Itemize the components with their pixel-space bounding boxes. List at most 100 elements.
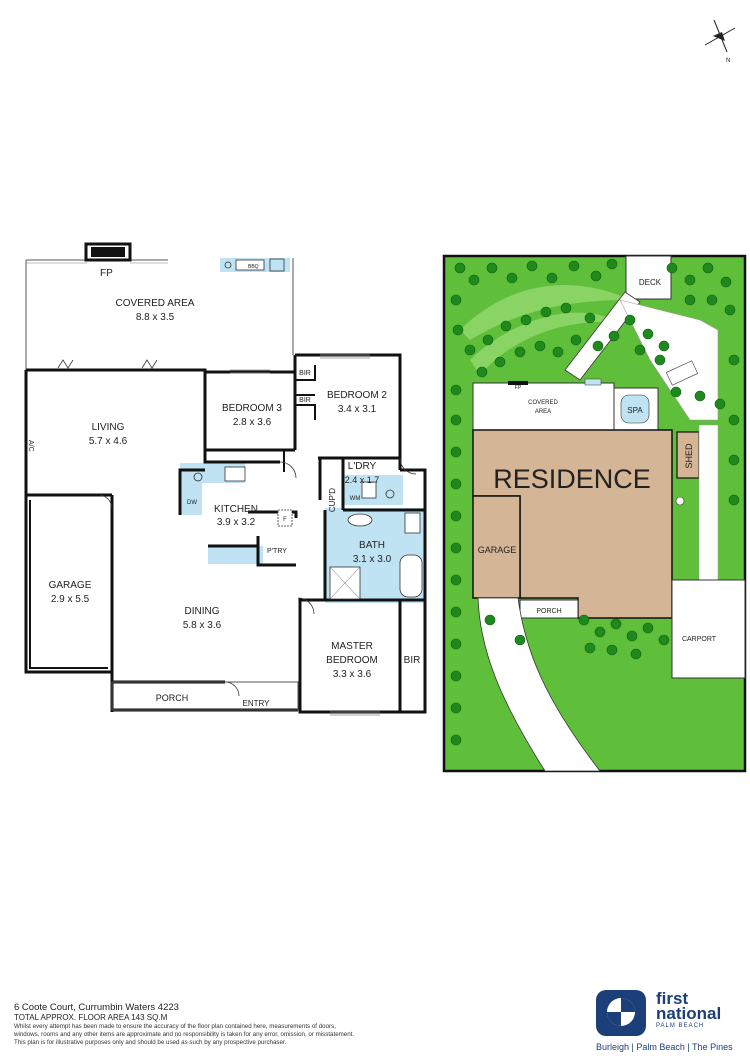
bedroom3-dims: 2.8 x 3.6: [233, 417, 272, 428]
disclaimer-line-1: Whilst every attempt has been made to en…: [14, 1023, 336, 1030]
tree-icon: [520, 314, 532, 326]
disclaimer-line-3: This plan is for illustrative purposes o…: [14, 1039, 287, 1046]
tree-icon: [484, 614, 496, 626]
porch-label: PORCH: [156, 693, 189, 703]
tree-icon: [494, 356, 506, 368]
property-address: 6 Coote Court, Currumbin Waters 4223: [14, 1002, 179, 1013]
tree-icon: [476, 366, 488, 378]
tree-icon: [454, 262, 466, 274]
tree-icon: [654, 354, 666, 366]
tree-icon: [590, 270, 602, 282]
plan-footer: 6 Coote Court, Currumbin Waters 4223 TOT…: [14, 1002, 574, 1047]
kitchen-name: KITCHEN: [214, 504, 258, 515]
tree-icon: [450, 574, 462, 586]
site-garage-label: GARAGE: [478, 545, 517, 555]
tree-icon: [658, 340, 670, 352]
tree-icon: [552, 346, 564, 358]
tree-icon: [450, 510, 462, 522]
brand-name-line2: national: [656, 1004, 722, 1023]
tree-icon: [450, 478, 462, 490]
tree-icon: [694, 390, 706, 402]
tree-icon: [482, 334, 494, 346]
tree-icon-group: [450, 258, 740, 746]
bedroom3-name: BEDROOM 3: [222, 403, 282, 414]
tree-icon: [450, 294, 462, 306]
kitchen-bench-side: [180, 463, 202, 515]
tree-icon: [728, 414, 740, 426]
bath-name: BATH: [359, 540, 385, 551]
tree-icon: [630, 648, 642, 660]
tree-icon: [714, 398, 726, 410]
floor-plan: FP BBQ COVERED AREA 8.8 x 3.5 LIVING 5.7…: [24, 242, 427, 716]
tree-icon: [606, 644, 618, 656]
tree-icon: [608, 330, 620, 342]
covered-area-dims: 8.8 x 3.5: [136, 312, 175, 323]
bath-dims: 3.1 x 3.0: [353, 554, 392, 565]
wm-label: WM: [350, 496, 361, 502]
tree-icon: [584, 642, 596, 654]
tree-icon: [534, 340, 546, 352]
laundry-name: L'DRY: [348, 461, 377, 472]
tree-icon: [500, 320, 512, 332]
tree-icon: [584, 312, 596, 324]
spa-label: SPA: [627, 406, 643, 415]
tree-icon: [728, 494, 740, 506]
deck-label: DECK: [639, 278, 662, 287]
tree-icon: [684, 294, 696, 306]
tree-icon: [540, 306, 552, 318]
kitchen-island: [208, 546, 263, 564]
master-dims: 3.3 x 3.6: [333, 669, 372, 680]
bir-label-2: BIR: [299, 397, 311, 404]
total-floor-area: TOTAL APPROX. FLOOR AREA 143 SQ.M: [14, 1013, 168, 1022]
tree-icon: [720, 276, 732, 288]
master-bir-label: BIR: [404, 655, 421, 666]
tree-icon: [728, 354, 740, 366]
bir-label-1: BIR: [299, 370, 311, 377]
living-dims: 5.7 x 4.6: [89, 436, 128, 447]
tree-icon: [468, 274, 480, 286]
tree-icon: [702, 262, 714, 274]
tree-icon: [450, 670, 462, 682]
covered-area-name: COVERED AREA: [116, 298, 195, 309]
tree-icon: [594, 626, 606, 638]
dining-dims: 5.8 x 3.6: [183, 620, 222, 631]
tree-icon: [634, 344, 646, 356]
agency-brand: first national PALM BEACH Burleigh | Pal…: [596, 990, 746, 1056]
kitchen-dims: 3.9 x 3.2: [217, 517, 256, 528]
tree-icon: [666, 262, 678, 274]
bedroom2-name: BEDROOM 2: [327, 390, 387, 401]
tree-icon: [606, 258, 618, 270]
fireplace: [84, 242, 132, 262]
garage-name: GARAGE: [49, 580, 92, 591]
tree-icon: [728, 454, 740, 466]
tree-icon: [506, 272, 518, 284]
tree-icon: [578, 614, 590, 626]
dw-label: DW: [187, 500, 197, 506]
master-name-2: BEDROOM: [326, 655, 378, 666]
site-porch-label: PORCH: [536, 608, 561, 615]
tree-icon: [642, 622, 654, 634]
tree-icon: [610, 618, 622, 630]
site-fp-label: FP: [515, 385, 522, 391]
tree-icon: [568, 260, 580, 272]
tree-icon: [450, 702, 462, 714]
tree-icon: [526, 260, 538, 272]
pantry-label: P'TRY: [267, 548, 287, 555]
tree-icon: [592, 340, 604, 352]
master-name-1: MASTER: [331, 641, 373, 652]
tree-icon: [452, 324, 464, 336]
tree-icon: [560, 302, 572, 314]
entry-label: ENTRY: [243, 699, 271, 708]
tree-icon: [450, 638, 462, 650]
tree-icon: [514, 346, 526, 358]
tree-icon: [642, 328, 654, 340]
bedroom2-dims: 3.4 x 3.1: [338, 404, 377, 415]
tree-icon: [570, 334, 582, 346]
bbq-label: BBQ: [248, 264, 259, 270]
first-national-logo-icon: [596, 990, 646, 1036]
residence-label: RESIDENCE: [493, 464, 651, 494]
tree-icon: [464, 344, 476, 356]
